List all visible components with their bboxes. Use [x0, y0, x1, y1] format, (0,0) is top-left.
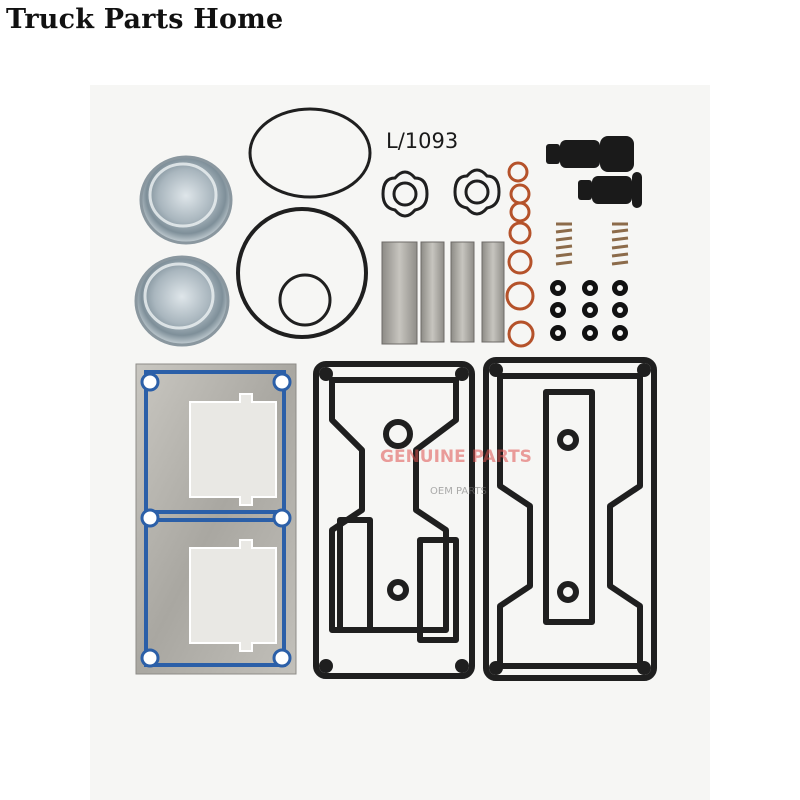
rubber-plug: [578, 172, 642, 208]
copper-ring: [505, 161, 535, 348]
reed-valve-strip: [381, 241, 505, 345]
spring: [611, 222, 629, 266]
store-title: Truck Parts Home: [6, 4, 284, 35]
rubber-head-gasket: [313, 361, 475, 679]
rubber-head-gasket-bolts: [319, 367, 469, 673]
metal-cap: [134, 255, 230, 347]
rubber-head-gasket: [483, 357, 657, 681]
flange-gasket: [381, 170, 429, 218]
rubber-plug: [546, 136, 634, 172]
valve-plate-gasket: [135, 363, 297, 675]
o-ring: [248, 107, 372, 199]
small-rubber-ring-holes: [555, 285, 623, 336]
watermark-subtext: OEM PARTS: [430, 486, 487, 497]
watermark-text: GENUINE PARTS: [380, 447, 532, 467]
flange-gasket: [453, 168, 501, 216]
metal-cap: [139, 155, 233, 245]
o-ring: [278, 273, 332, 327]
kit-code-label: L/1093: [386, 129, 458, 153]
spring: [555, 222, 573, 266]
rubber-head-gasket-bolts: [489, 363, 651, 675]
o-ring: [236, 207, 368, 339]
